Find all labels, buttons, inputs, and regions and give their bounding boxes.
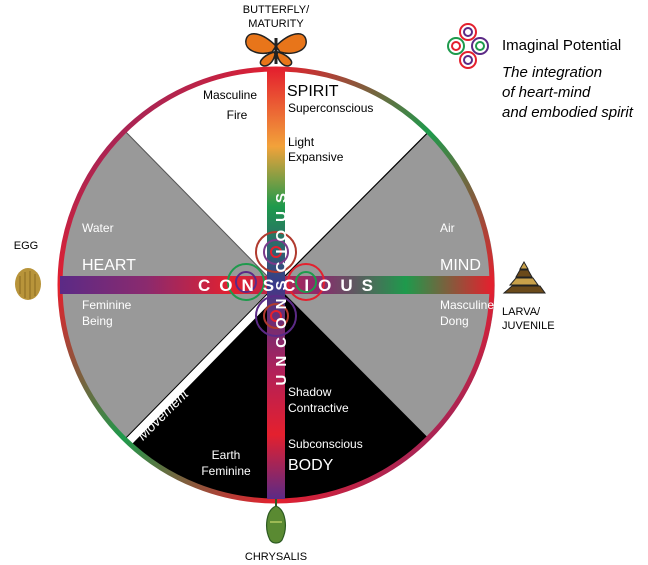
- divider-upper-right: [275, 130, 431, 286]
- triple-spiral-icon: [447, 23, 489, 69]
- movement-band: [124, 285, 282, 444]
- body-earth: Earth: [212, 448, 241, 462]
- imagination-band: [270, 125, 430, 285]
- spirit-superconscious: Superconscious: [288, 101, 373, 115]
- legend-subtitle-1: The integration: [502, 64, 602, 81]
- butterfly-label-1: BUTTERFLY/: [243, 4, 310, 16]
- body-feminine: Feminine: [201, 464, 251, 478]
- chrysalis-icon: [266, 499, 286, 544]
- egg-label: EGG: [14, 240, 38, 252]
- caterpillar-icon: [502, 260, 546, 294]
- larva-label-2: JUVENILE: [502, 320, 555, 332]
- spirit-light: Light: [288, 135, 315, 149]
- mind-air: Air: [440, 221, 455, 235]
- body-subconscious: Subconscious: [288, 437, 363, 451]
- unconscious-bar: [267, 69, 285, 499]
- conscious-label: CONSCIOUS: [198, 276, 382, 295]
- body-contractive: Contractive: [288, 401, 349, 415]
- heart-title: HEART: [82, 257, 136, 274]
- spirit-expansive: Expansive: [288, 150, 344, 164]
- divider-lower-left: [124, 284, 277, 440]
- spirit-title: SPIRIT: [287, 83, 339, 100]
- mind-doing: Dong: [440, 314, 469, 328]
- center-spiral-icon: [227, 231, 325, 337]
- body-title: BODY: [288, 457, 334, 474]
- butterfly-label-2: MATURITY: [248, 18, 304, 30]
- chrysalis-label: CHRYSALIS: [245, 551, 307, 563]
- larva-label-1: LARVA/: [502, 306, 541, 318]
- legend-subtitle-2: of heart-mind: [502, 84, 591, 101]
- legend-subtitle-3: and embodied spirit: [502, 104, 634, 121]
- butterfly-icon: [245, 33, 307, 67]
- legend-title: Imaginal Potential: [502, 37, 621, 54]
- heart-feminine: Feminine: [82, 298, 132, 312]
- spirit-masculine: Masculine: [203, 88, 257, 102]
- spirit-fire: Fire: [227, 108, 248, 122]
- unconscious-label: UNCONSCIOUS: [273, 185, 290, 386]
- heart-being: Being: [82, 314, 113, 328]
- mind-title: MIND: [440, 257, 481, 274]
- mind-masculine: Masculine: [440, 298, 494, 312]
- egg-icon: [15, 268, 41, 300]
- divider-upper-left: [124, 130, 277, 286]
- heart-water: Water: [82, 221, 114, 235]
- body-shadow: Shadow: [288, 385, 332, 399]
